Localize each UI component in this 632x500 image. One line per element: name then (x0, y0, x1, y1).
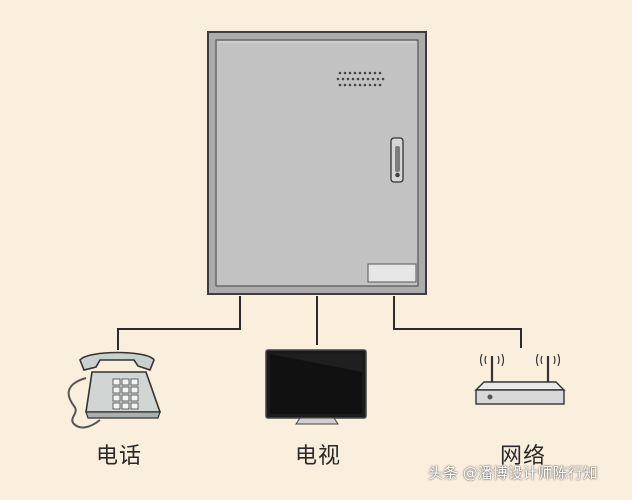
tv-label: 电视 (295, 444, 342, 469)
watermark: 头条 @潘博设计师陈行知 (428, 464, 598, 482)
distribution-box-icon (207, 31, 427, 295)
door-handle (390, 137, 404, 183)
connector-lines (117, 296, 522, 350)
vent-grille (336, 71, 385, 87)
label-plate (367, 263, 417, 283)
phone-connector (117, 296, 241, 350)
tv-icon (265, 349, 367, 425)
network-connector (393, 296, 522, 348)
telephone-icon (67, 351, 162, 429)
network-label: 网络 (500, 444, 547, 469)
phone-label: 电话 (96, 444, 143, 469)
router-icon (474, 353, 566, 405)
